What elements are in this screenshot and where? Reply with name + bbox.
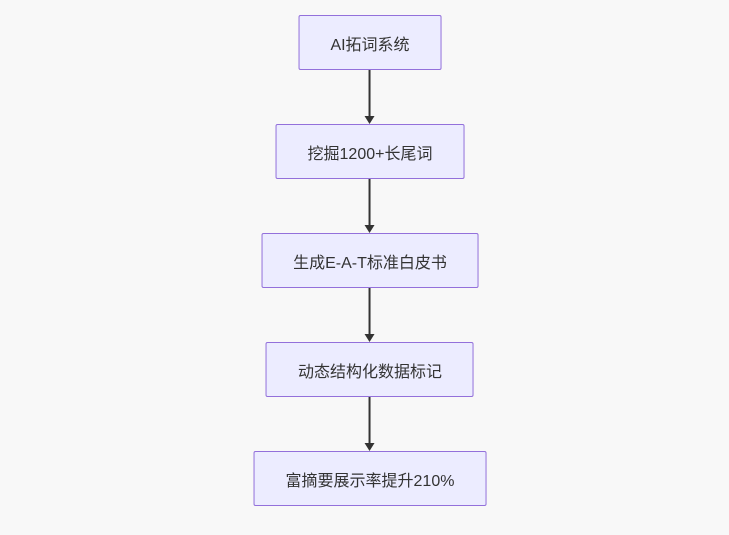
arrowhead-down-icon [365, 225, 375, 233]
arrow-line [369, 397, 371, 443]
flow-node-2-label: 挖掘1200+长尾词 [307, 145, 433, 163]
flow-node-1: AI拓词系统 [298, 15, 442, 70]
arrow-line [369, 70, 371, 116]
flow-node-4-label: 动态结构化数据标记 [297, 363, 442, 381]
flow-arrow-3 [364, 288, 376, 342]
flow-node-3: 生成E-A-T标准白皮书 [261, 233, 479, 288]
flow-arrow-2 [364, 179, 376, 233]
arrowhead-down-icon [365, 334, 375, 342]
arrow-line [369, 288, 371, 334]
flow-node-5: 富摘要展示率提升210% [253, 451, 487, 506]
flow-node-2: 挖掘1200+长尾词 [275, 124, 465, 179]
arrowhead-down-icon [365, 443, 375, 451]
flow-arrow-1 [364, 70, 376, 124]
arrowhead-down-icon [365, 116, 375, 124]
flow-arrow-4 [364, 397, 376, 451]
arrow-line [369, 179, 371, 225]
flow-node-1-label: AI拓词系统 [330, 36, 410, 54]
flow-node-5-label: 富摘要展示率提升210% [285, 472, 455, 490]
flow-node-4: 动态结构化数据标记 [265, 342, 474, 397]
flow-node-3-label: 生成E-A-T标准白皮书 [293, 254, 447, 272]
flowchart: AI拓词系统 挖掘1200+长尾词 生成E-A-T标准白皮书 动态结构化数据标记… [253, 15, 487, 506]
